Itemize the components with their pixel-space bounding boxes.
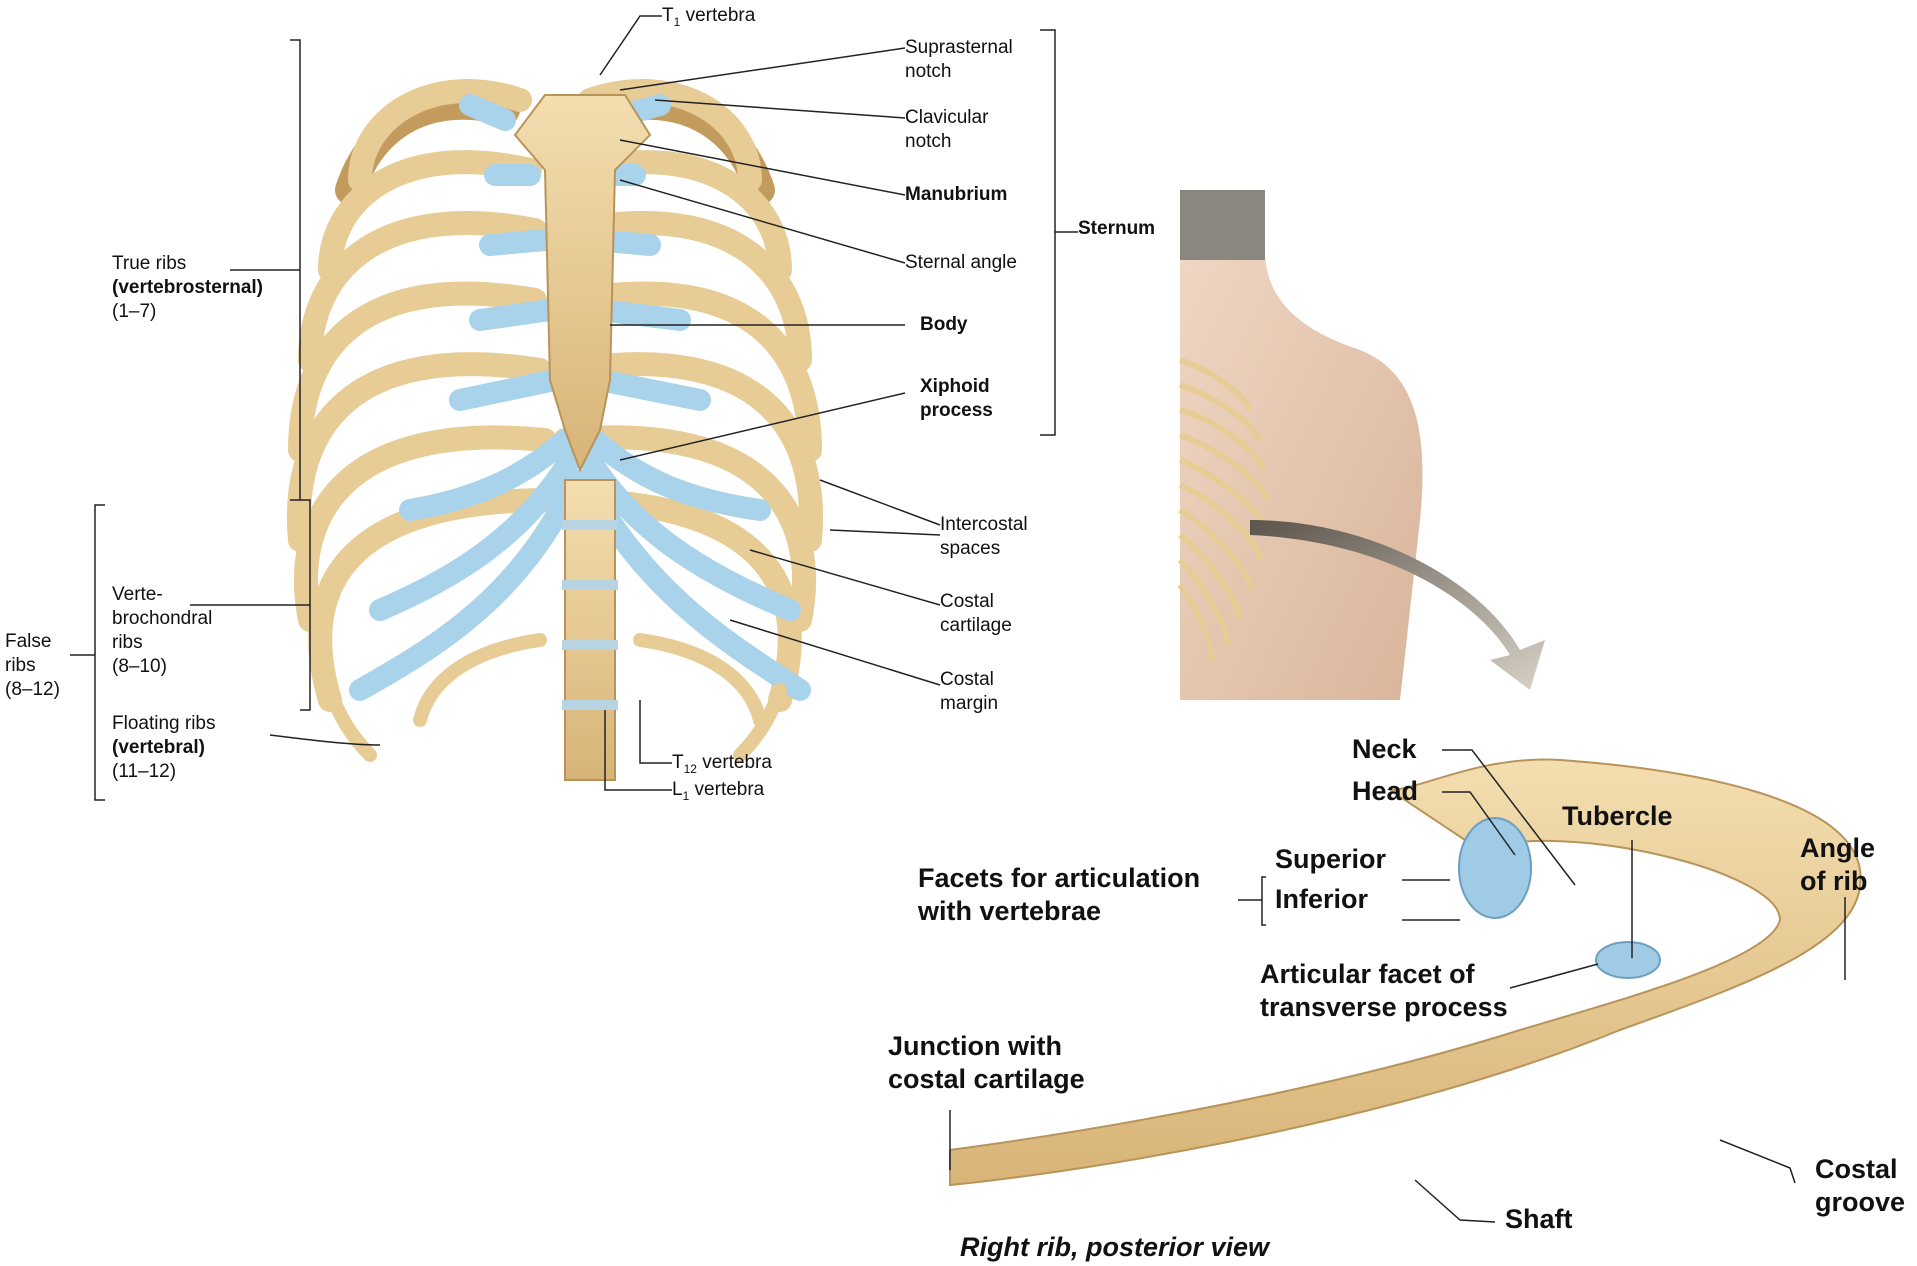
label-superior: Superior bbox=[1275, 843, 1386, 876]
label-neck: Neck bbox=[1352, 733, 1417, 766]
rib-cage bbox=[299, 91, 811, 780]
label-head: Head bbox=[1352, 775, 1418, 808]
label-tubercle: Tubercle bbox=[1562, 800, 1673, 833]
label-vertebrochondral-ribs: Verte- brochondral ribs (8–10) bbox=[112, 583, 212, 679]
caption: Right rib, posterior view bbox=[960, 1232, 1269, 1263]
label-shaft: Shaft bbox=[1505, 1203, 1573, 1236]
torso-inset bbox=[1180, 190, 1545, 700]
tubercle-facet bbox=[1596, 942, 1660, 978]
spine-shape bbox=[562, 480, 618, 780]
rib-head-facets bbox=[1459, 818, 1531, 918]
label-sternum: Sternum bbox=[1078, 217, 1155, 241]
label-t1-vertebra: T1 vertebra bbox=[662, 4, 755, 34]
label-floating-ribs: Floating ribs (vertebral) (11–12) bbox=[112, 712, 216, 784]
label-manubrium: Manubrium bbox=[905, 183, 1007, 207]
label-false-ribs: False ribs (8–12) bbox=[5, 630, 60, 702]
label-body: Body bbox=[920, 313, 968, 337]
label-l1-vertebra: L1 vertebra bbox=[672, 778, 764, 808]
label-true-ribs: True ribs (vertebrosternal) (1–7) bbox=[112, 252, 263, 324]
label-t12-vertebra: T12 vertebra bbox=[672, 751, 772, 781]
label-inferior: Inferior bbox=[1275, 883, 1368, 916]
label-sternal-angle: Sternal angle bbox=[905, 251, 1017, 275]
